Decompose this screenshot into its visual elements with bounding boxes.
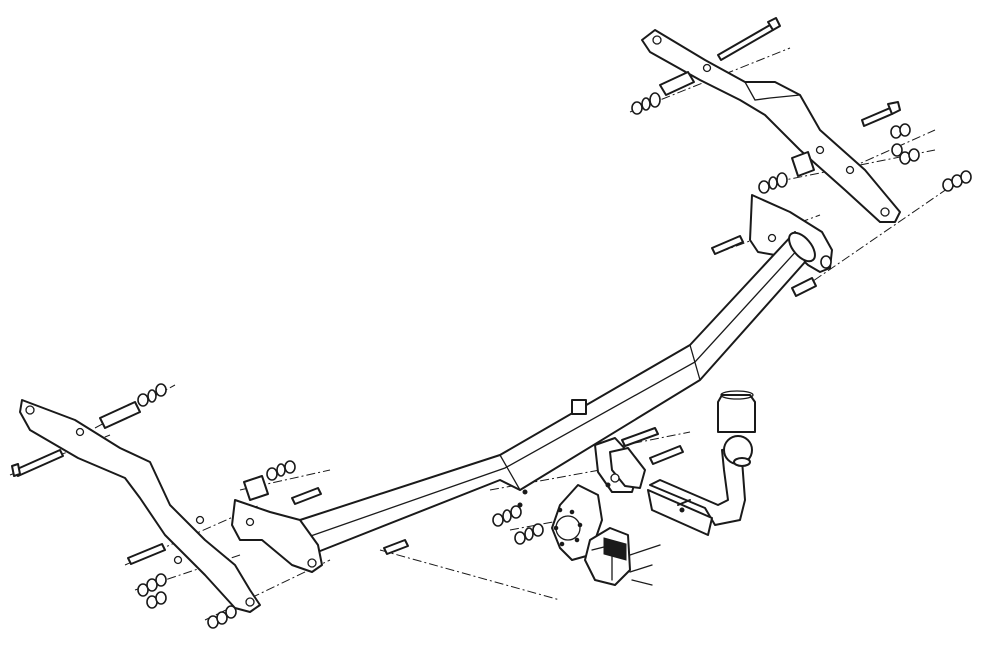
cross-member-beam: [299, 231, 816, 556]
electrical-socket: [584, 527, 661, 586]
ball-cap: [717, 394, 756, 433]
hitch-bracket: [594, 437, 646, 493]
right-side-bracket: [641, 29, 901, 223]
tow-ball-assembly: [647, 390, 756, 536]
left-side-bracket: [19, 399, 261, 613]
spacer-sleeves: [99, 71, 815, 501]
nuts-and-washers: [137, 92, 972, 629]
left-mounting-plate: [231, 499, 323, 573]
bolts: [11, 17, 901, 565]
